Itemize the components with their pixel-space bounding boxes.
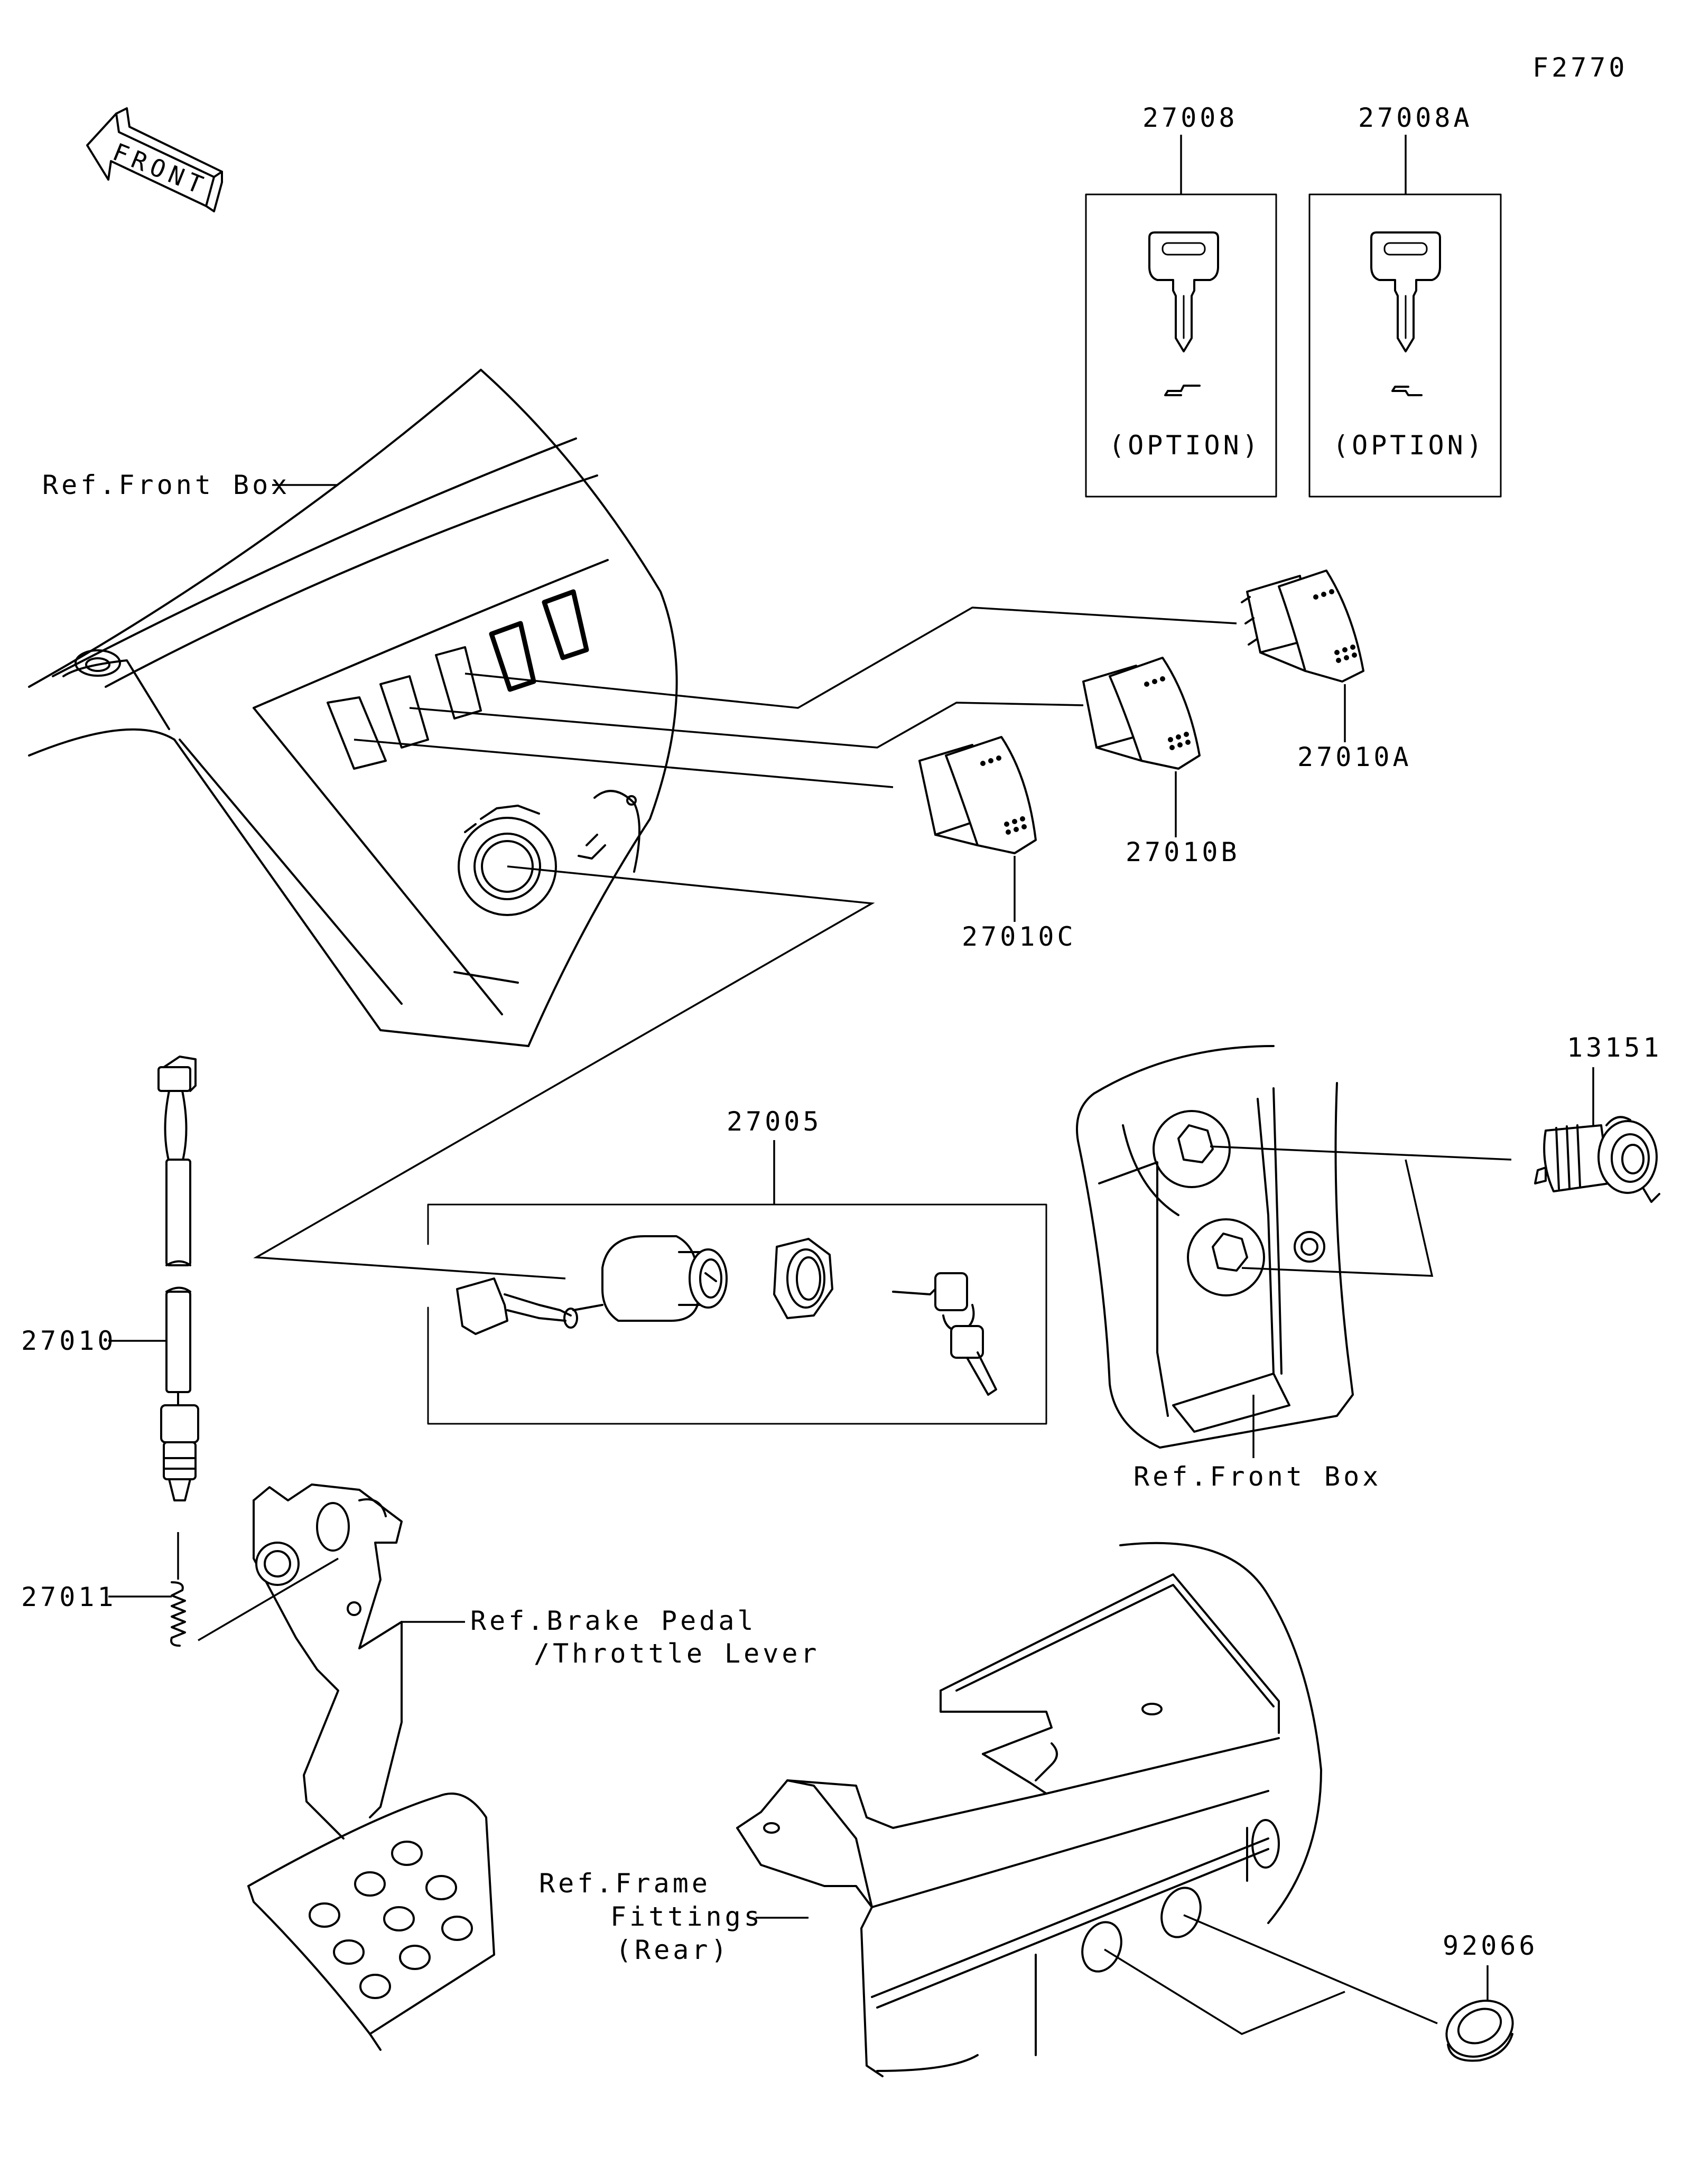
key-icon	[1148, 231, 1219, 352]
part-number-label: 27011	[21, 1582, 117, 1612]
ref-frame-line2: Fittings	[610, 1901, 763, 1932]
key-pair-icon	[892, 1272, 997, 1396]
power-socket-13151: 13151	[1534, 1032, 1662, 1203]
rocker-switch-27010b: 27010B	[1082, 657, 1240, 867]
rocker-switch-27010a: 27010A	[1241, 570, 1412, 772]
ref-brake-pedal-line1: Ref.Brake Pedal	[470, 1606, 757, 1636]
brake-switch-27010: 27010	[21, 1056, 199, 1501]
part-number-label: 27010C	[962, 921, 1076, 952]
part-number-label: 27010A	[1297, 742, 1412, 772]
spring-27011: 27011	[21, 1532, 186, 1647]
pedal-holes	[309, 1841, 473, 1999]
ref-front-box-top: Ref.Front Box	[42, 470, 290, 500]
front-box-side-panel	[1076, 1045, 1354, 1449]
rocker-switch-27010c: 27010C	[918, 736, 1076, 952]
key-icon	[1370, 231, 1441, 352]
frame-fittings-rear	[736, 1542, 1322, 2077]
ref-brake-pedal-line2: /Throttle Lever	[534, 1638, 820, 1669]
part-number-label: 92066	[1443, 1930, 1538, 1961]
part-number-label: 27010B	[1126, 837, 1240, 867]
key-box-part-number: 27008	[1142, 102, 1238, 133]
key-box-27008: 27008 (OPTION)	[1085, 102, 1277, 498]
front-arrow-label: FRONT	[109, 137, 212, 201]
brake-pedal	[247, 1483, 495, 2051]
key-box-part-number: 27008A	[1358, 102, 1473, 133]
ref-front-box-right: Ref.Front Box	[1133, 1461, 1381, 1492]
ref-frame-line1: Ref.Frame	[539, 1868, 711, 1899]
part-number-label: 27010	[21, 1326, 117, 1356]
figure-code: F2770	[1532, 52, 1628, 83]
key-box-caption: (OPTION)	[1109, 430, 1261, 461]
part-number-label: 27005	[727, 1106, 822, 1137]
ignition-kit-27005: 27005	[427, 1106, 1047, 1425]
switch-dots	[1144, 676, 1191, 750]
front-arrow-icon: FRONT	[86, 107, 223, 212]
switch-dots	[1313, 589, 1357, 663]
cap-92066: 92066	[1443, 1930, 1538, 2062]
part-number-label: 13151	[1567, 1032, 1662, 1063]
switch-dots	[980, 755, 1027, 835]
ref-frame-line3: (Rear)	[616, 1935, 730, 1965]
key-box-caption: (OPTION)	[1333, 430, 1485, 461]
key-box-27008a: 27008A (OPTION)	[1308, 102, 1502, 498]
